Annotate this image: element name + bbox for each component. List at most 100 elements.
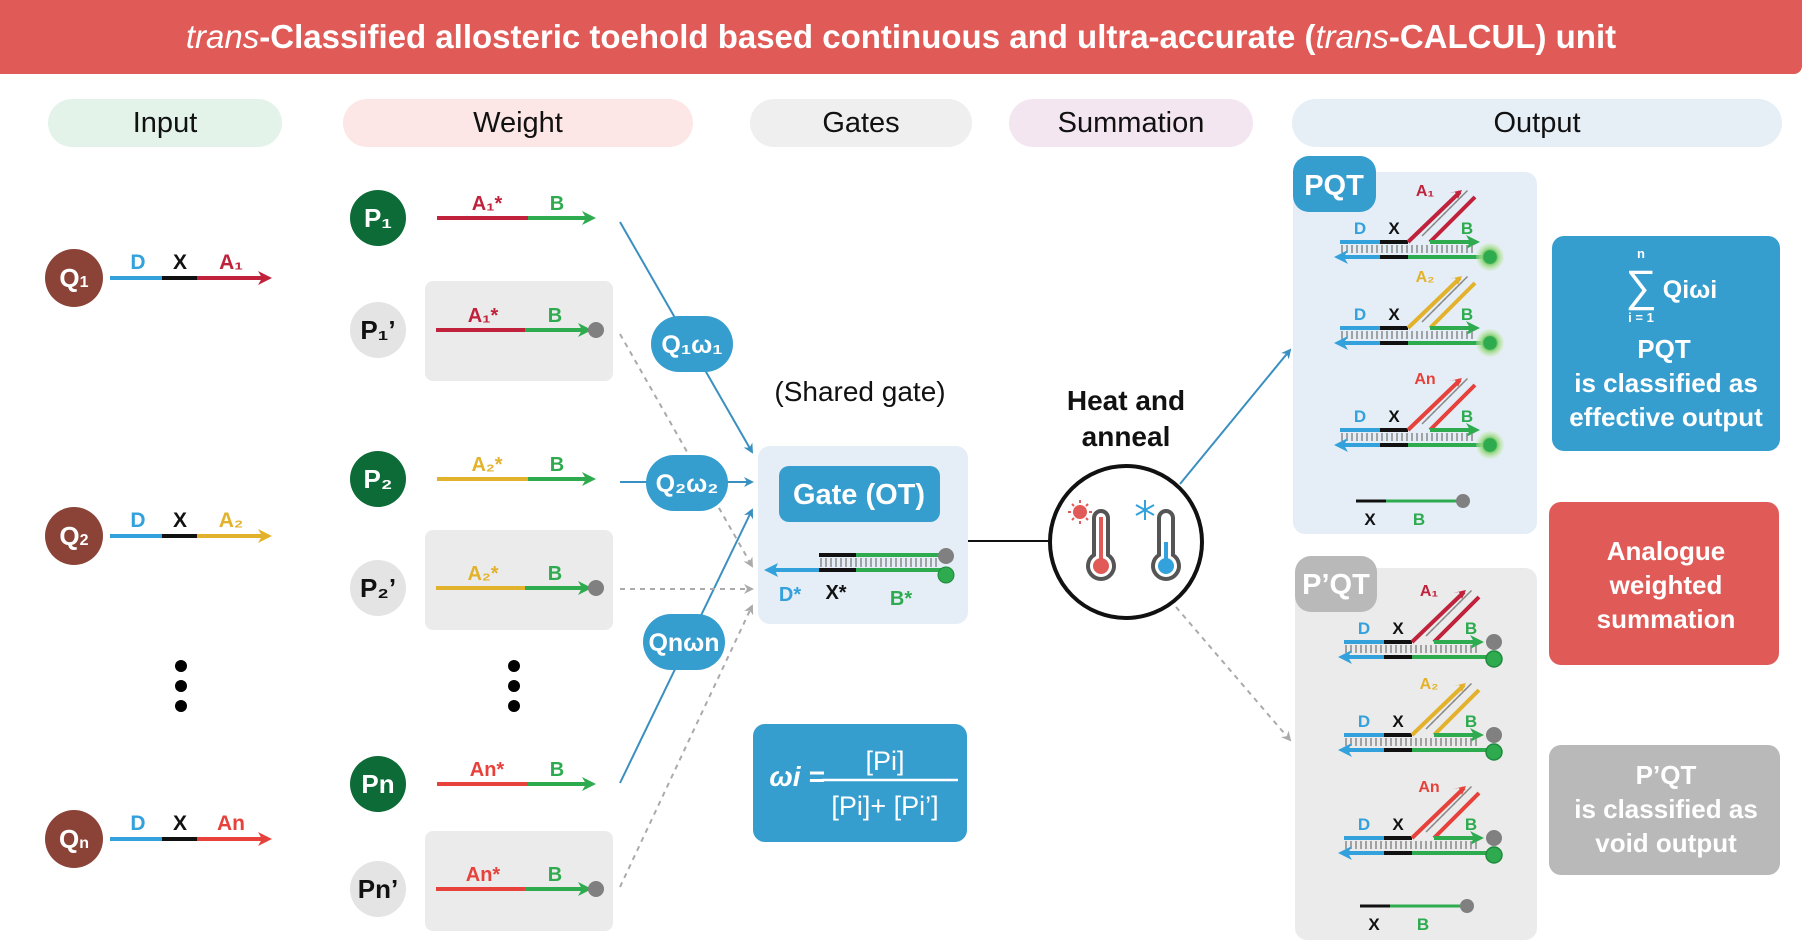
domain-x-label: X [1392,619,1404,638]
weighted-input-pill-2: Q₂ω₂ [646,455,728,511]
waste-x-label: X [1368,915,1380,934]
snowflake-icon [1135,500,1155,520]
quencher-icon [1460,899,1474,913]
input-ellipsis [175,660,187,712]
waste-b-label: B [1413,510,1425,529]
gate-domain-x-star: X* [825,582,846,604]
void-output-box: P’QT is classified as void output [1549,745,1780,875]
gate-duplex [764,548,955,584]
input-label: Q2 [59,521,88,551]
domain-x-label: X [1388,219,1400,238]
quencher-icon [588,322,604,338]
weight-ellipsis [508,660,520,712]
domain-a-label: An [217,812,245,835]
effective-line3: effective output [1569,402,1763,432]
analogue-line2: weighted [1609,570,1723,600]
quencher-icon [1486,634,1502,650]
ppqt-badge-label: P’QT [1302,569,1370,601]
sum-term: Qiωi [1663,276,1717,304]
weight-label: Pn [361,769,394,799]
domain-x-label: X [1392,815,1404,834]
title-italic-prefix: trans [185,18,260,55]
domain-a-label: An [1414,371,1435,388]
cold-thermometer-icon [1151,509,1181,581]
column-header-output: Output [1292,99,1782,147]
formula-denominator: [Pi]+ [Pi’] [831,791,938,821]
domain-d-label: D [1358,712,1370,731]
sum-lower-limit: i = 1 [1628,310,1654,325]
weight-prime-label: Pn’ [358,874,398,904]
fluorophore-icon [1485,846,1503,864]
fluorescent-signal-icon [1476,431,1504,459]
weighted-input-pill-1: Q₁ω₁ [651,316,733,372]
title-middle: -Classified allosteric toehold based con… [259,18,1316,55]
domain-a-label: A₁ [1420,583,1439,600]
ppqt-badge [1295,556,1377,612]
domain-a-label: An [1418,779,1439,796]
domain-b-label: B [548,305,562,327]
formula-lhs: ωi = [769,761,824,792]
connector-p1-prime [619,333,753,568]
domain-a-label: A₁ [219,251,243,274]
quencher-icon [938,548,954,564]
weighted-input-label: Q₂ω₂ [656,470,719,498]
domain-d-label: D [1354,305,1366,324]
anneal-to-pqt-connector [1179,348,1292,485]
weight-label: P₁ [364,203,392,233]
column-header-label: Output [1493,106,1581,139]
shared-gate-caption: (Shared gate) [774,376,945,407]
domain-a-star-label: A₁* [472,193,503,215]
domain-b-label: B [550,193,564,215]
domain-x-label: X [173,509,187,532]
domain-a-label: A₂ [219,509,244,532]
domain-b-label: B [1461,407,1473,426]
heat-anneal-icon [1048,464,1204,620]
gate-domain-d-star: D* [779,584,801,606]
domain-b-label: B [1461,305,1473,324]
column-header-label: Weight [473,106,563,139]
anneal-to-ppqt-connector [1175,606,1292,742]
domain-b-label: B [1461,219,1473,238]
pqt-badge [1293,156,1376,212]
gate-label: Gate (OT) [793,479,925,511]
weight-prime-label: P₂’ [360,573,396,603]
weight-formula-box: ωi = [Pi] [Pi]+ [Pi’] [753,724,967,842]
domain-d-label: D [130,251,145,274]
weight-label: P₂ [364,464,393,494]
weight-circle [350,451,406,507]
waste-x-label: X [1364,510,1376,529]
column-header-label: Gates [822,106,900,139]
column-header-summation: Summation [1009,99,1253,147]
sum-symbol: ∑ [1625,262,1656,311]
weighted-input-label: Qnωn [648,629,719,657]
input-label: Q1 [59,263,88,293]
fluorophore-icon [937,566,955,584]
domain-b-label: B [550,454,564,476]
domain-x-label: X [173,251,187,274]
input-strand-q2: Q2 D X A₂ [45,507,272,565]
domain-b-label: B [550,759,564,781]
domain-d-label: D [1354,219,1366,238]
effective-line2: is classified as [1574,368,1758,398]
quencher-icon [588,881,604,897]
column-header-weight: Weight [343,99,693,147]
input-circle [45,507,103,565]
weight-prime-circle [350,560,406,616]
effective-line1: PQT [1637,334,1691,364]
input-label: Qn [59,824,89,854]
domain-d-label: D [130,509,145,532]
sum-upper-limit: n [1637,246,1645,261]
anneal-label-line2: anneal [1082,421,1171,452]
domain-b-label: B [1465,619,1477,638]
domain-a-star-label: A₂* [471,454,502,476]
void-line1: P’QT [1636,760,1697,790]
formula-numerator: [Pi] [865,746,904,776]
weight-prime-label: P₁’ [360,315,395,345]
domain-b-label: B [1465,815,1477,834]
void-line3: void output [1595,828,1737,858]
